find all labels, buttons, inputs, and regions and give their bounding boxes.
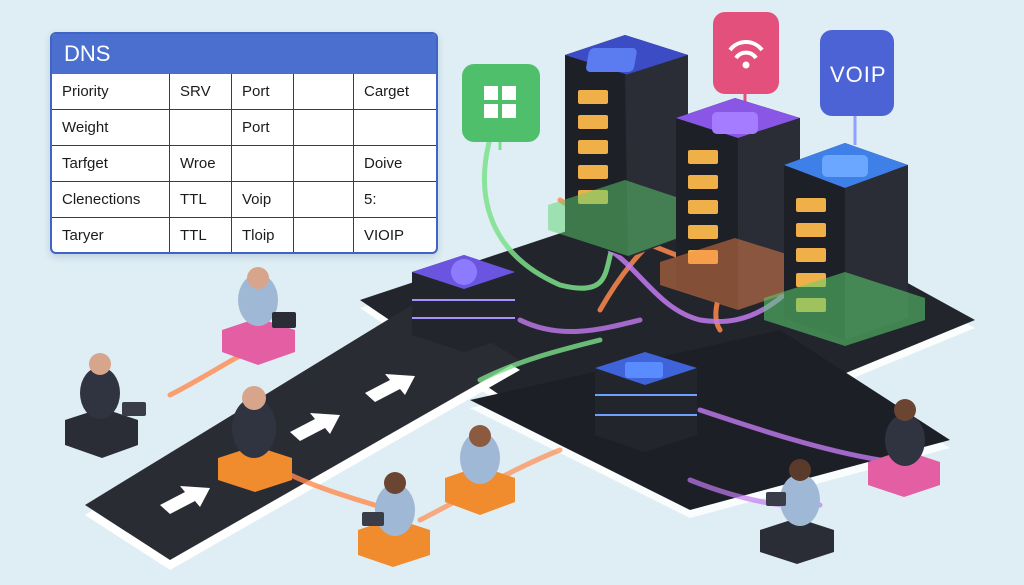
wifi-icon (713, 12, 779, 125)
voip-sign-label: VOIP (830, 62, 887, 87)
table-row: Priority SRV Port Carget (52, 74, 436, 110)
table-cell: Doive (364, 155, 403, 172)
dns-record-table: DNS Priority SRV Port Carget Weight Port… (50, 32, 438, 254)
table-row: Tarfget Wroe Doive (52, 146, 436, 182)
table-cell (294, 110, 354, 145)
table-cell: VIOIP (364, 227, 405, 244)
person-with-laptop (65, 353, 146, 458)
table-cell: Priority (52, 74, 170, 109)
table-cell (294, 146, 354, 181)
table-cell: Tarfget (52, 146, 170, 181)
table-row: Weight Port (52, 110, 436, 146)
person-with-laptop (760, 459, 834, 564)
table-cell: Taryer (52, 218, 170, 252)
dns-table-title: DNS (52, 34, 436, 74)
table-cell: Port (232, 110, 294, 145)
walkway-arrow-icon (160, 374, 415, 514)
dns-table-rows: Priority SRV Port Carget Weight Port Tar… (52, 74, 436, 252)
table-cell: Voip (232, 182, 294, 217)
table-cell (170, 110, 232, 145)
grid-window-icon (462, 64, 540, 150)
person-with-laptop (222, 267, 296, 365)
table-cell (232, 146, 294, 181)
person-with-laptop (358, 472, 430, 567)
table-cell: Port (232, 74, 294, 109)
table-cell (294, 182, 354, 217)
table-cell: Carget (364, 83, 410, 100)
table-row: Clenections TTL Voip 5: (52, 182, 436, 218)
table-row: Taryer TTL Tloip VIOIP (52, 218, 436, 252)
person-seated (218, 386, 292, 492)
table-cell: SRV (170, 74, 232, 109)
lower-platform (470, 330, 950, 518)
table-cell: TTL (170, 218, 232, 252)
table-cell (294, 74, 354, 109)
network-switch (595, 352, 697, 452)
server-tower (764, 143, 925, 346)
person-seated (445, 425, 515, 515)
table-cell: Weight (52, 110, 170, 145)
person-seated (868, 399, 940, 497)
table-cell (354, 110, 436, 145)
voip-sign (820, 30, 894, 145)
table-cell: Tloip (232, 218, 294, 252)
table-cell (294, 218, 354, 252)
table-cell: Clenections (52, 182, 170, 217)
table-cell: 5: (364, 191, 377, 208)
table-cell: Wroe (170, 146, 232, 181)
network-switch (412, 255, 515, 352)
table-cell: TTL (170, 182, 232, 217)
server-tower (548, 35, 700, 258)
